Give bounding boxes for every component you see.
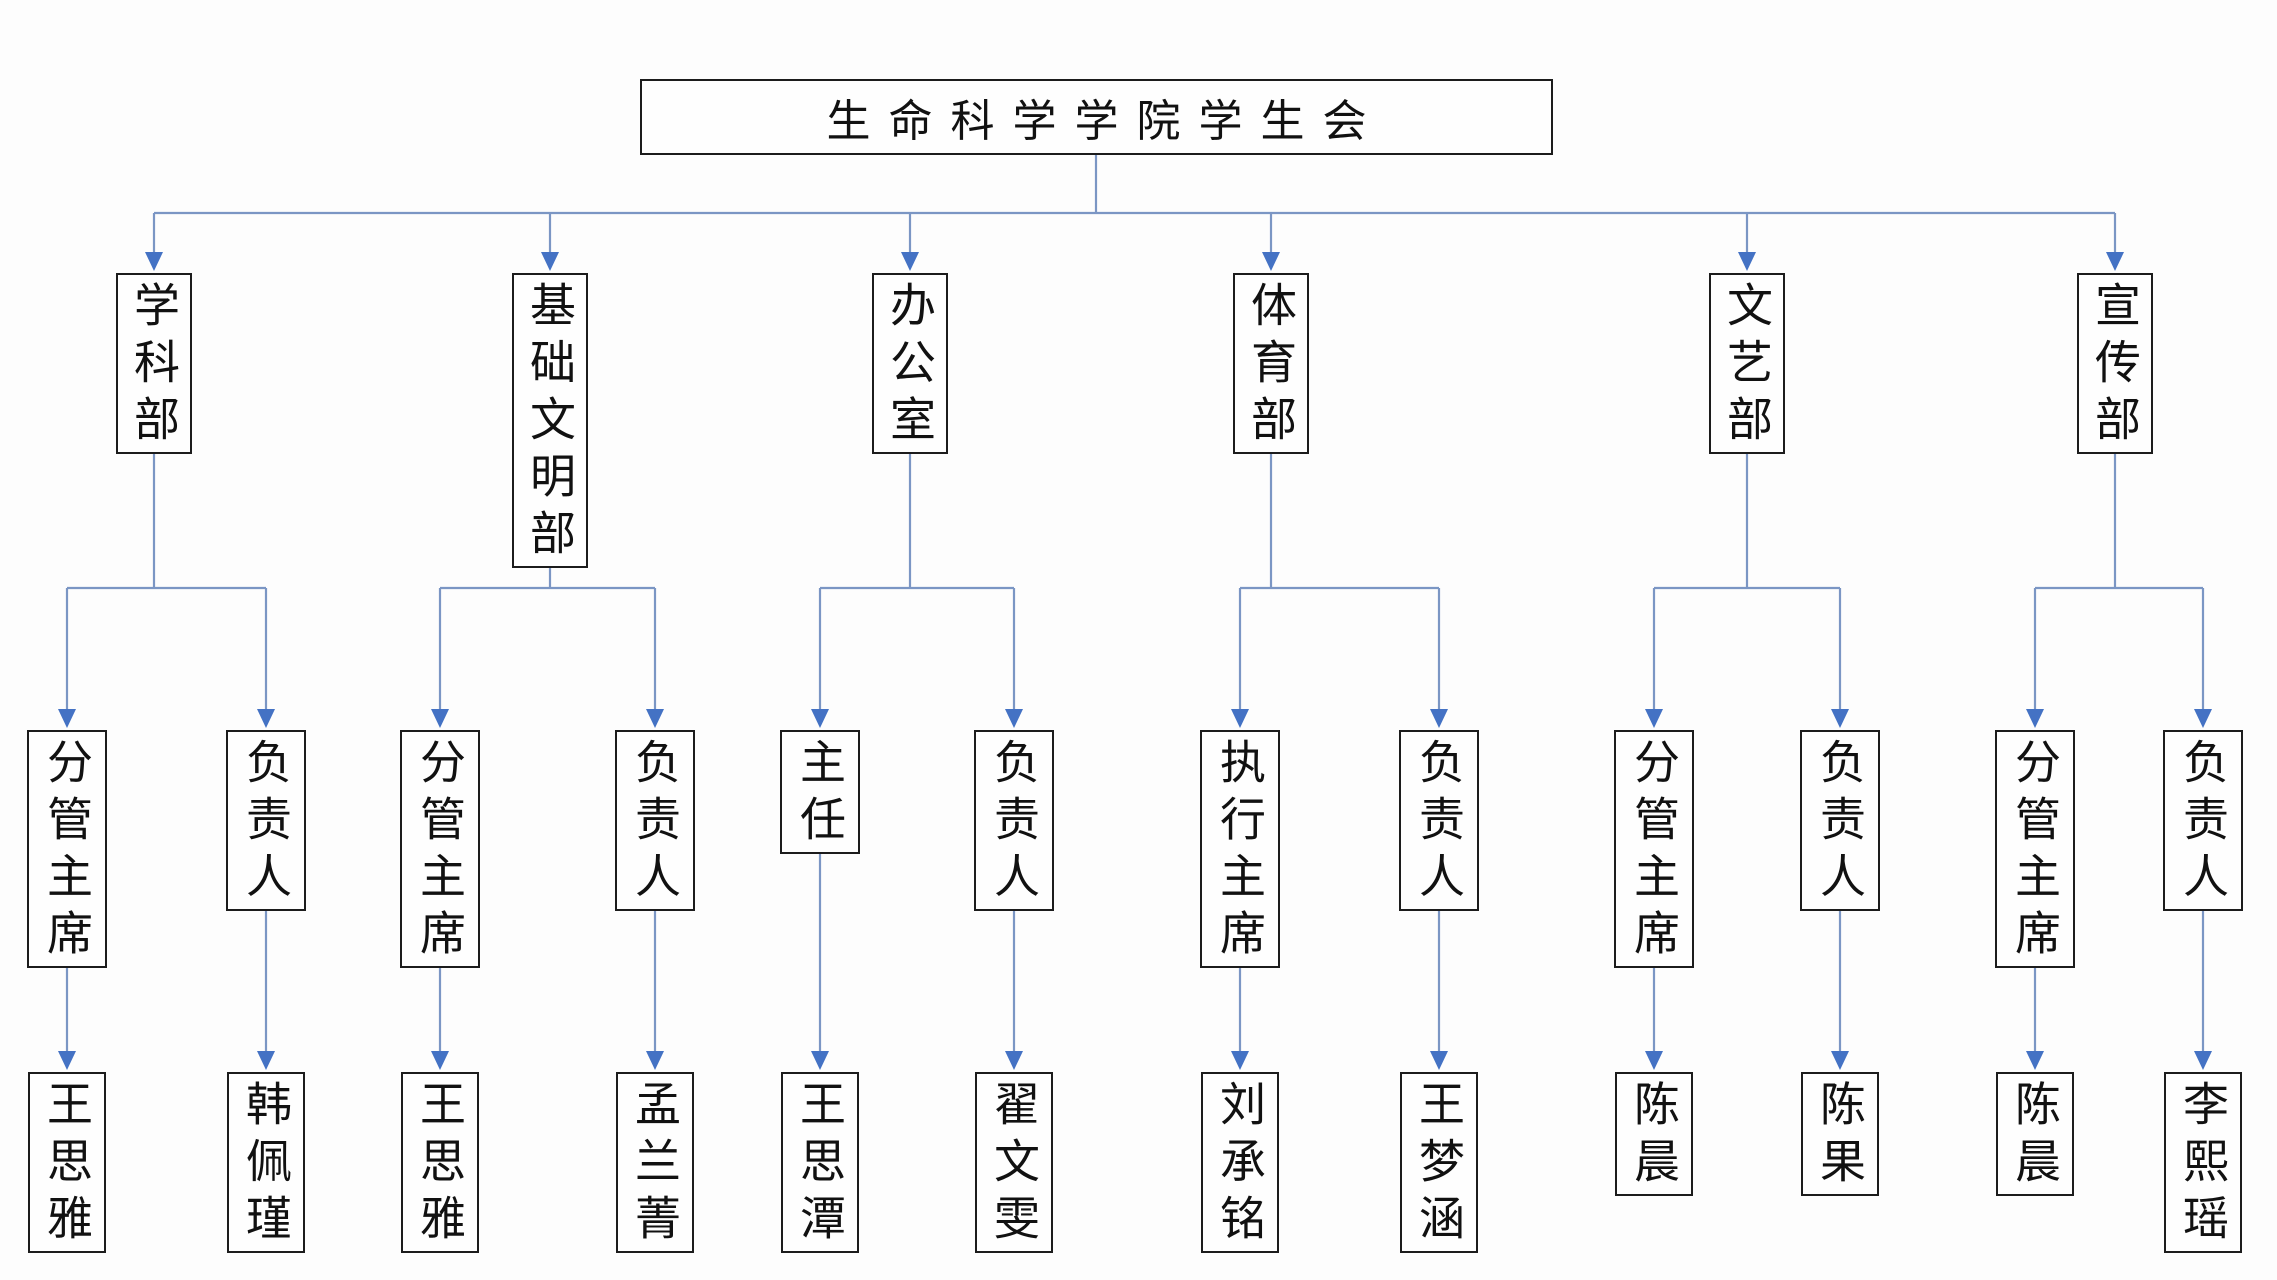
role-box-1-2: 负责人 [226,730,306,911]
role-box-6-1: 分管主席 [1995,730,2075,968]
role-box-3-2: 负责人 [974,730,1054,911]
name-box-4-2: 王梦涵 [1400,1072,1478,1253]
name-box-3-1: 王思潭 [781,1072,859,1253]
role-box-1-1: 分管主席 [27,730,107,968]
root-node-title: 生命科学学院学生会 [640,79,1553,155]
dept-box-1: 学科部 [116,273,192,454]
role-box-5-2: 负责人 [1800,730,1880,911]
role-box-6-2: 负责人 [2163,730,2243,911]
name-box-5-2: 陈果 [1801,1072,1879,1196]
role-box-2-1: 分管主席 [400,730,480,968]
role-box-3-1: 主任 [780,730,860,854]
name-box-5-1: 陈晨 [1615,1072,1693,1196]
dept-box-5: 文艺部 [1709,273,1785,454]
name-box-6-1: 陈晨 [1996,1072,2074,1196]
name-box-1-1: 王思雅 [28,1072,106,1253]
dept-box-2: 基础文明部 [512,273,588,568]
dept-box-4: 体育部 [1233,273,1309,454]
name-box-2-1: 王思雅 [401,1072,479,1253]
role-box-4-2: 负责人 [1399,730,1479,911]
role-box-4-1: 执行主席 [1200,730,1280,968]
role-box-5-1: 分管主席 [1614,730,1694,968]
name-box-4-1: 刘承铭 [1201,1072,1279,1253]
name-box-1-2: 韩佩瑾 [227,1072,305,1253]
role-box-2-2: 负责人 [615,730,695,911]
name-box-6-2: 李熙瑶 [2164,1072,2242,1253]
dept-box-6: 宣传部 [2077,273,2153,454]
dept-box-3: 办公室 [872,273,948,454]
name-box-2-2: 孟兰菁 [616,1072,694,1253]
name-box-3-2: 翟文雯 [975,1072,1053,1253]
